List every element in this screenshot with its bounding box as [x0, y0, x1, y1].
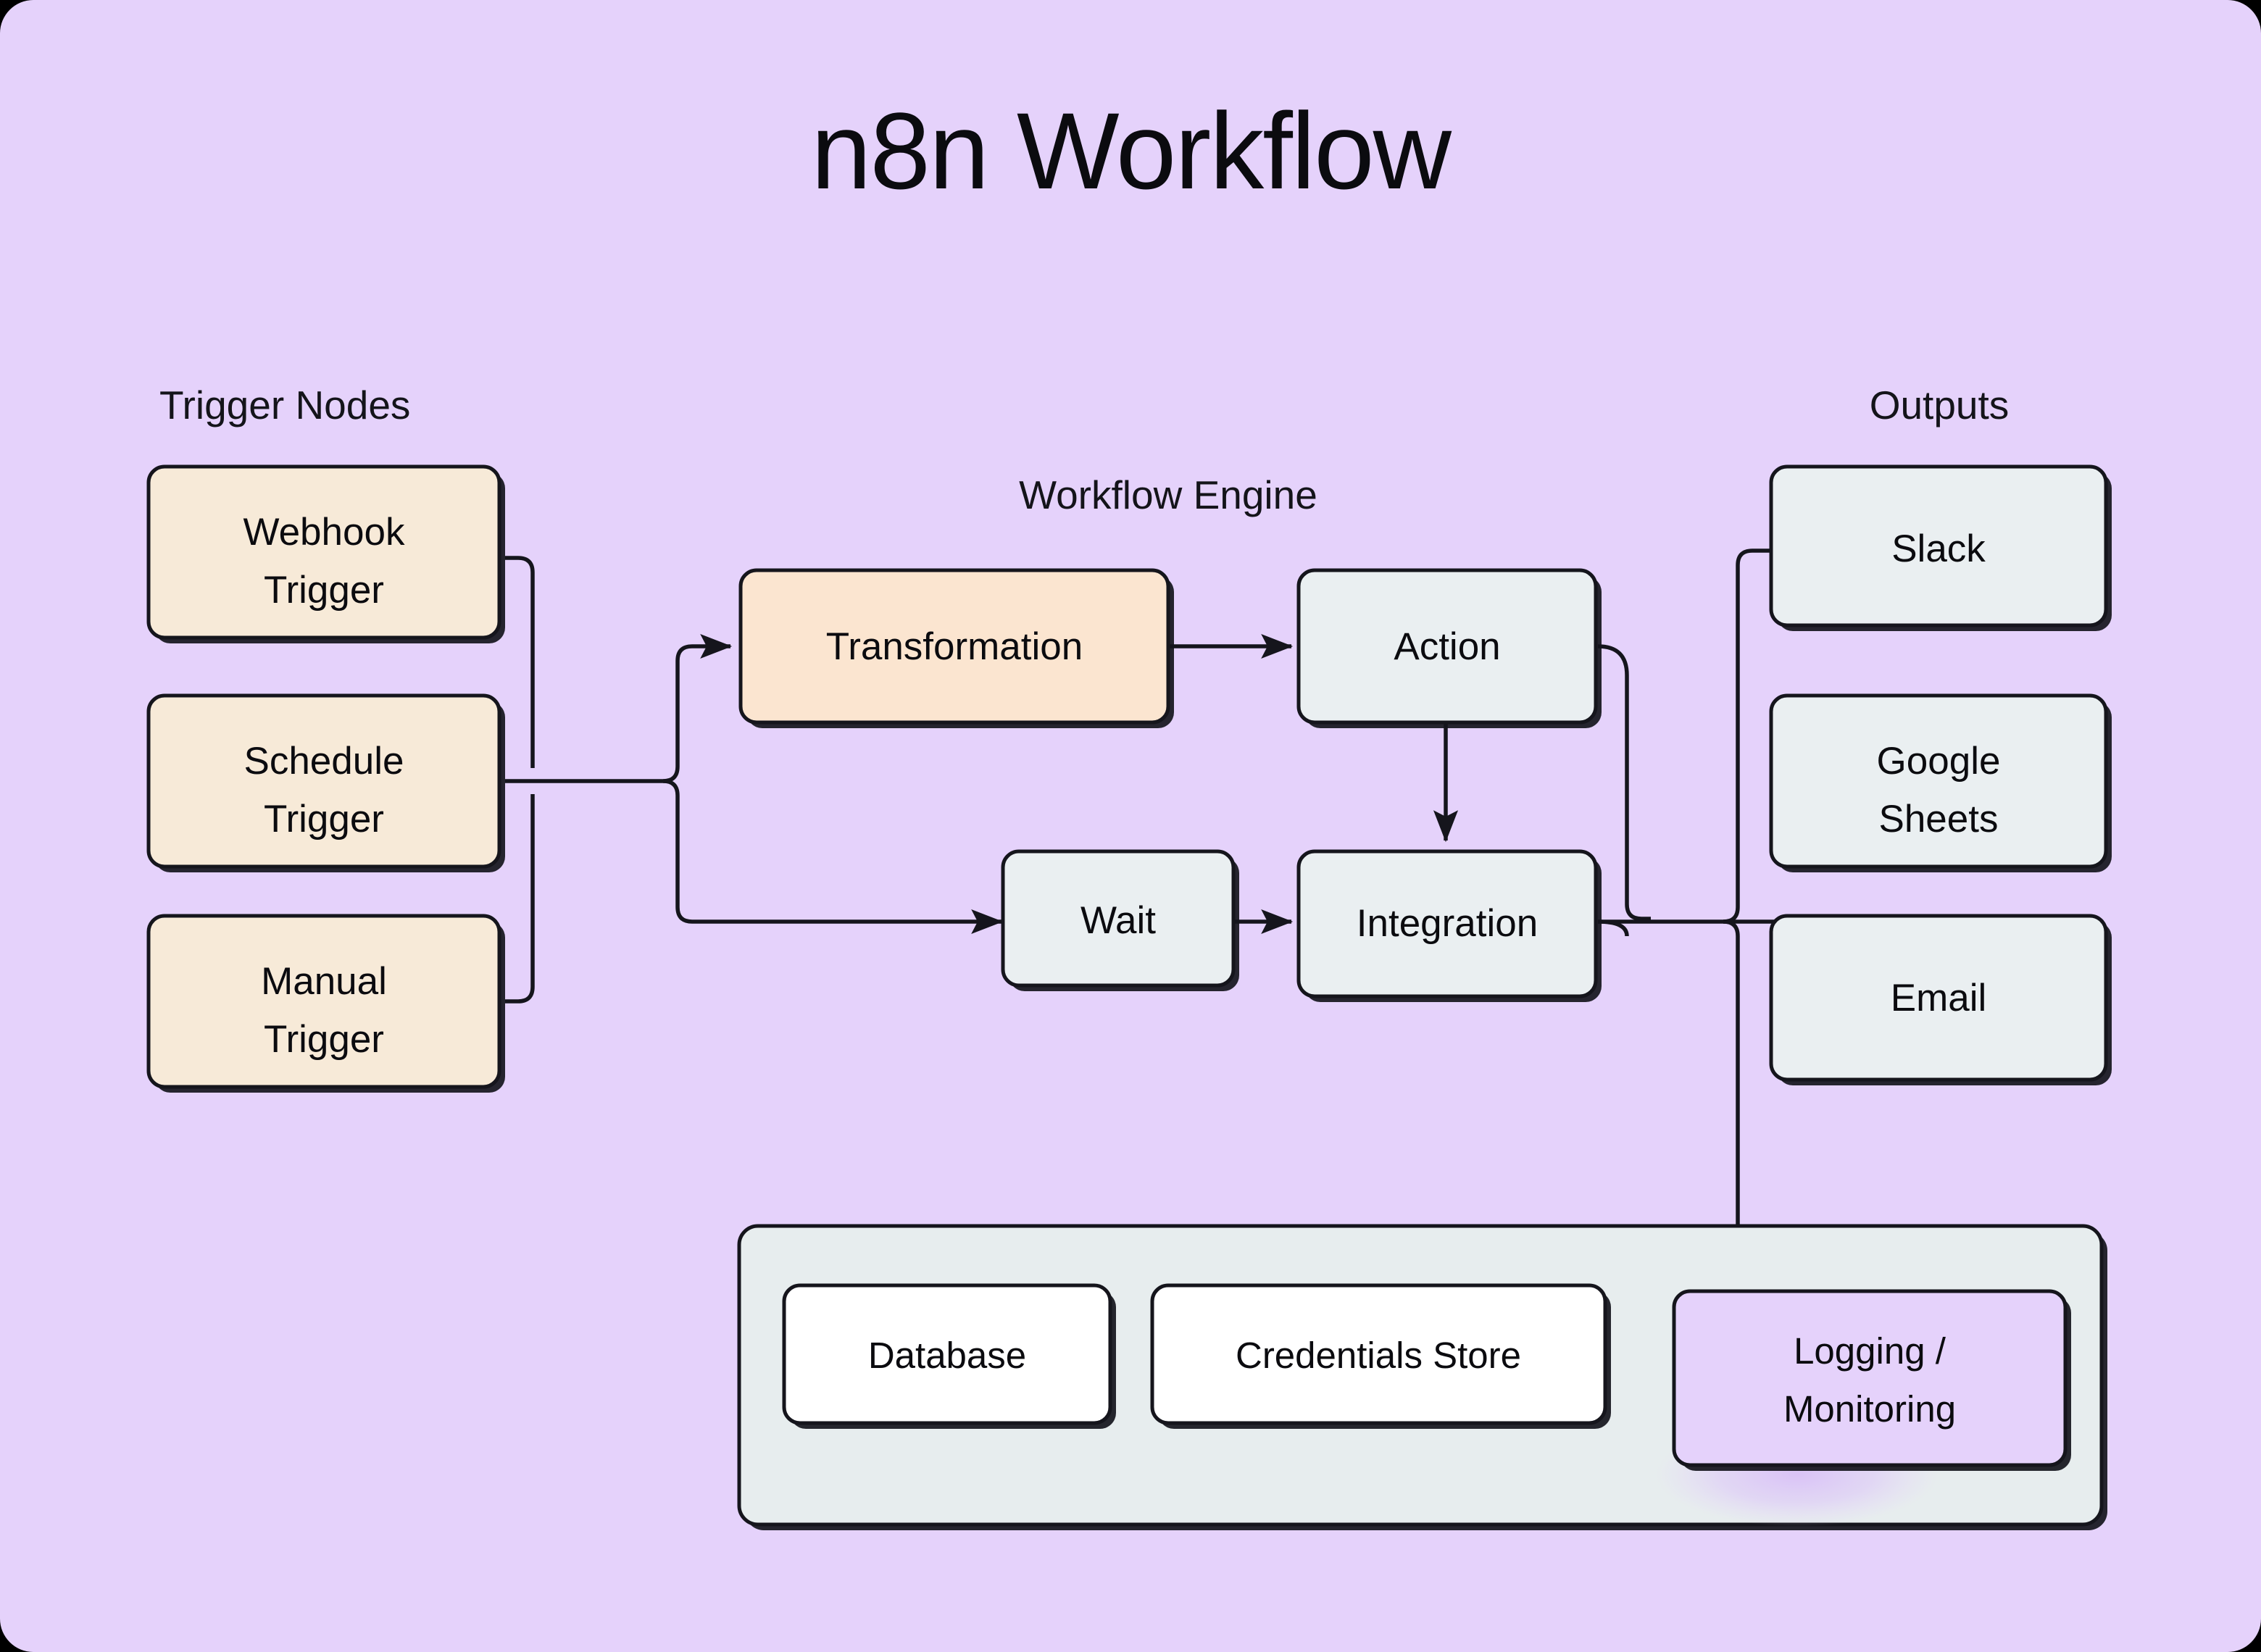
- node-label-database: Database: [868, 1335, 1026, 1376]
- node-slack[interactable]: Slack: [1769, 464, 2112, 631]
- trigger-nodes-group: Webhook Trigger Schedule Trigger Manual …: [146, 464, 505, 1093]
- page-title: n8n Workflow: [811, 90, 1452, 212]
- node-label-logging-line1: Logging /: [1794, 1330, 1946, 1372]
- node-manual-trigger[interactable]: Manual Trigger: [146, 914, 505, 1093]
- node-label-credentials-store: Credentials Store: [1236, 1335, 1521, 1376]
- node-label-manual-line1: Manual: [261, 960, 387, 1003]
- node-label-wait: Wait: [1080, 899, 1156, 942]
- node-database[interactable]: Database: [782, 1283, 1116, 1429]
- node-label-integration: Integration: [1357, 902, 1538, 945]
- node-label-email: Email: [1891, 977, 1987, 1019]
- node-schedule-trigger[interactable]: Schedule Trigger: [146, 693, 505, 872]
- infrastructure-container: Database Credentials Store Logging / Mon…: [737, 1224, 2107, 1530]
- node-label-action: Action: [1394, 625, 1500, 668]
- output-nodes-group: Slack Google Sheets Email: [1769, 464, 2112, 1085]
- node-credentials-store[interactable]: Credentials Store: [1150, 1283, 1611, 1429]
- section-label-outputs: Outputs: [1870, 383, 2010, 427]
- section-label-triggers: Trigger Nodes: [159, 383, 410, 427]
- section-label-engine: Workflow Engine: [1019, 472, 1317, 517]
- node-integration[interactable]: Integration: [1296, 849, 1602, 1002]
- node-label-manual-line2: Trigger: [264, 1018, 384, 1061]
- node-google-sheets[interactable]: Google Sheets: [1769, 693, 2112, 872]
- node-label-sheets-line1: Google: [1877, 740, 2001, 783]
- edge-bus-to-transformation: [662, 633, 733, 783]
- edge-bus-to-wait: [662, 779, 1004, 935]
- node-label-webhook-line1: Webhook: [243, 511, 405, 554]
- node-wait[interactable]: Wait: [1001, 849, 1239, 991]
- node-logging-monitoring[interactable]: Logging / Monitoring: [1672, 1289, 2071, 1471]
- node-label-schedule-line2: Trigger: [264, 798, 384, 840]
- edge-action-to-merge: [1597, 644, 1651, 921]
- node-label-schedule-line1: Schedule: [243, 740, 404, 783]
- node-email[interactable]: Email: [1769, 914, 2112, 1085]
- node-label-slack: Slack: [1891, 527, 1986, 570]
- edges-layer: [505, 548, 1779, 1283]
- edge-webhook-to-bus: [505, 556, 535, 768]
- node-action[interactable]: Action: [1296, 568, 1602, 728]
- node-transformation[interactable]: Transformation: [738, 568, 1174, 728]
- node-label-sheets-line2: Sheets: [1878, 798, 1998, 840]
- edge-manual-to-bus: [505, 794, 535, 1004]
- engine-nodes-group: Transformation Action Wait Integration: [738, 568, 1602, 1002]
- node-webhook-trigger[interactable]: Webhook Trigger: [146, 464, 505, 643]
- node-label-logging-line2: Monitoring: [1783, 1388, 1956, 1430]
- edge-integration-to-merge: [1597, 919, 1629, 937]
- node-label-webhook-line2: Trigger: [264, 569, 384, 612]
- node-label-transformation: Transformation: [826, 625, 1083, 668]
